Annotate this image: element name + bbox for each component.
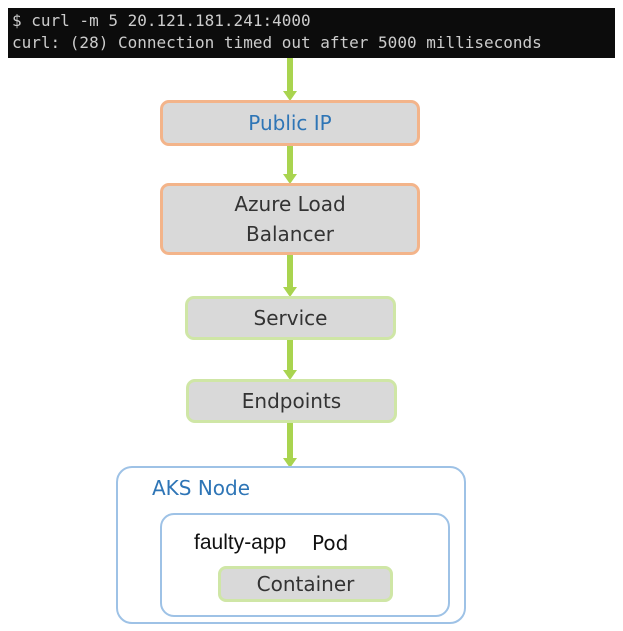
load-balancer-label-line1: Azure Load — [234, 192, 346, 216]
pod-label: Pod — [312, 531, 349, 555]
arrow-to-aks-node — [283, 423, 297, 468]
endpoints-label: Endpoints — [241, 389, 342, 413]
load-balancer-label-line2: Balancer — [246, 222, 334, 246]
service-box: Service — [185, 296, 396, 340]
service-label: Service — [253, 306, 328, 330]
endpoints-box: Endpoints — [186, 379, 397, 423]
aks-node-box: AKS Node faulty-app Pod Container — [116, 466, 466, 624]
pod-app-name: faulty-app — [194, 531, 287, 554]
container-label: Container — [256, 572, 355, 596]
arrow-to-public-ip — [283, 58, 297, 101]
terminal-output: $ curl -m 5 20.121.181.241:4000 curl: (2… — [8, 8, 615, 58]
arrow-to-load-balancer — [283, 146, 297, 184]
arrow-to-service — [283, 255, 297, 297]
pod-box: faulty-app Pod Container — [160, 513, 450, 617]
terminal-command: $ curl -m 5 20.121.181.241:4000 — [12, 11, 311, 30]
public-ip-label: Public IP — [248, 111, 332, 135]
terminal-error-output: curl: (28) Connection timed out after 50… — [12, 33, 542, 52]
public-ip-box: Public IP — [160, 100, 420, 146]
arrow-to-endpoints — [283, 340, 297, 380]
azure-load-balancer-box: Azure Load Balancer — [160, 183, 420, 255]
container-box: Container — [218, 566, 393, 602]
aks-node-label: AKS Node — [152, 476, 251, 500]
